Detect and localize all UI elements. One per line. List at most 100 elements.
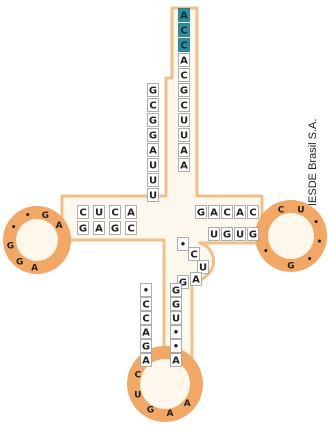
tpsic-top-nt-4-label: A <box>236 208 244 219</box>
anticodon-left-nt-2: C <box>141 298 152 311</box>
d-arm-bottom-nt-3: G <box>110 222 121 235</box>
acceptor-right-nt-7: C <box>179 99 190 112</box>
acceptor-left-nt-4: G <box>148 129 159 142</box>
variable-loop-nt-2-label: C <box>190 250 197 261</box>
anticodon-right-nt-5: • <box>171 340 182 353</box>
acceptor-left-nt-7: U <box>148 174 159 187</box>
acceptor-right-nt-11-label: A <box>180 161 188 172</box>
acceptor-right-nt-10-label: A <box>180 146 188 157</box>
tpsic-bottom-nt-4: G <box>248 228 259 241</box>
acceptor-left-nt-5-label: A <box>149 146 157 157</box>
acceptor-left-nt-1-label: G <box>149 86 157 97</box>
d-loop-nt-2: G <box>42 211 49 221</box>
acceptor-right-nt-9: U <box>179 129 190 142</box>
tpsic-top-nt-2-label: A <box>210 208 218 219</box>
acceptor-left-nt-5: A <box>148 144 159 157</box>
variable-loop-nt-1-label: • <box>180 240 186 251</box>
d-arm-top-nt-3-label: C <box>111 208 118 219</box>
anticodon-left-nt-2-label: C <box>142 300 149 311</box>
tpsic-loop-nt-4-label: • <box>317 238 323 248</box>
tpsic-loop-nt-2-label: U <box>297 205 304 215</box>
tpsic-bottom-nt-1-label: U <box>210 230 218 241</box>
acceptor-right-nt-8-label: U <box>180 116 188 127</box>
anticodon-loop-nt-2: U <box>134 391 141 401</box>
tpsic-bottom-nt-1: U <box>209 228 220 241</box>
d-arm-top-nt-2: U <box>94 206 105 219</box>
acceptor-right-nt-11: A <box>179 159 190 172</box>
d-arm-bottom-nt-4-label: C <box>127 224 134 235</box>
anticodon-right-nt-2: G <box>171 298 182 311</box>
tpsic-loop-nt-5: • <box>307 255 313 265</box>
d-arm-top-nt-2-label: U <box>95 208 103 219</box>
tpsic-loop-nt-1: C <box>278 205 285 215</box>
d-arm-bottom-nt-1-label: G <box>79 224 87 235</box>
d-loop-nt-5: G <box>7 241 14 251</box>
tpsic-loop-nt-4: • <box>317 238 323 248</box>
acceptor-left-nt-3-label: G <box>149 116 157 127</box>
anticodon-left-nt-5: G <box>141 340 152 353</box>
anticodon-right-nt-3-label: U <box>172 314 180 325</box>
d-loop-nt-7: A <box>31 263 38 273</box>
anticodon-loop-nt-4-label: A <box>167 409 174 419</box>
tpsic-top-nt-3: C <box>222 206 233 219</box>
anticodon-left-nt-3-label: C <box>142 314 149 325</box>
anticodon-left-nt-1: • <box>141 284 152 297</box>
tpsic-loop-nt-5-label: • <box>307 255 313 265</box>
d-loop-nt-3: • <box>25 211 31 221</box>
acceptor-right-nt-6: G <box>179 84 190 97</box>
anticodon-left-nt-1-label: • <box>143 286 149 297</box>
d-arm-top-nt-1-label: C <box>79 208 86 219</box>
tpsic-loop-nt-1-label: C <box>278 205 285 215</box>
acceptor-right-nt-3: C <box>179 39 190 52</box>
d-loop-nt-2-label: G <box>42 211 49 221</box>
anticodon-left-nt-3: C <box>141 312 152 325</box>
tpsic-top-nt-4: A <box>235 206 246 219</box>
tpsic-top-nt-2: A <box>209 206 220 219</box>
acceptor-right-nt-2-label: C <box>180 26 187 37</box>
d-arm-bottom-nt-2: A <box>94 222 105 235</box>
d-arm-top-nt-4: A <box>126 206 137 219</box>
d-arm-top-nt-3: C <box>110 206 121 219</box>
d-loop-nt-1-label: A <box>56 221 63 231</box>
acceptor-left-nt-2: C <box>148 99 159 112</box>
tpsic-bottom-nt-3-label: U <box>236 230 244 241</box>
acceptor-left-nt-8: U <box>148 189 159 202</box>
acceptor-left-nt-1: G <box>148 84 159 97</box>
d-loop-nt-5-label: G <box>7 241 14 251</box>
anticodon-loop-nt-1-label: C <box>134 371 141 381</box>
anticodon-loop-nt-5-label: A <box>184 399 191 409</box>
d-loop-nt-6-label: G <box>16 257 23 267</box>
acceptor-right-nt-8: U <box>179 114 190 127</box>
d-loop-nt-3-label: • <box>25 211 31 221</box>
anticodon-loop-nt-1: C <box>134 371 141 381</box>
acceptor-right-nt-7-label: C <box>180 101 187 112</box>
d-loop-center <box>16 219 58 261</box>
d-arm-bottom-nt-3-label: G <box>111 224 119 235</box>
anticodon-loop-nt-2-label: U <box>134 391 141 401</box>
tpsic-loop-nt-3-label: • <box>313 218 319 228</box>
trna-body <box>62 8 262 360</box>
acceptor-right-nt-1-label: A <box>180 11 188 22</box>
image-credit: IESDE Brasil S.A. <box>307 6 321 206</box>
anticodon-loop-nt-3: G <box>147 406 154 416</box>
acceptor-left-nt-8-label: U <box>149 191 157 202</box>
tpsic-loop-nt-6: G <box>287 262 294 272</box>
anticodon-right-nt-6: A <box>171 354 182 367</box>
anticodon-left-nt-4-label: A <box>142 328 150 339</box>
variable-loop-nt-3-label: U <box>199 263 207 274</box>
d-loop-nt-4: • <box>11 223 17 233</box>
tpsic-loop-center <box>268 213 314 259</box>
tpsic-loop-nt-6-label: G <box>287 262 294 272</box>
anticodon-loop-nt-4: A <box>167 409 174 419</box>
acceptor-right-nt-5-label: C <box>180 71 187 82</box>
anticodon-loop-nt-5: A <box>184 399 191 409</box>
acceptor-right-nt-10: A <box>179 144 190 157</box>
d-loop-nt-1: A <box>56 221 63 231</box>
acceptor-right-nt-4: A <box>179 54 190 67</box>
tpsic-loop-nt-7: • <box>263 247 269 257</box>
tpsic-bottom-nt-3: U <box>235 228 246 241</box>
anticodon-loop-nt-3-label: G <box>147 406 154 416</box>
tpsic-bottom-nt-4-label: G <box>249 230 257 241</box>
